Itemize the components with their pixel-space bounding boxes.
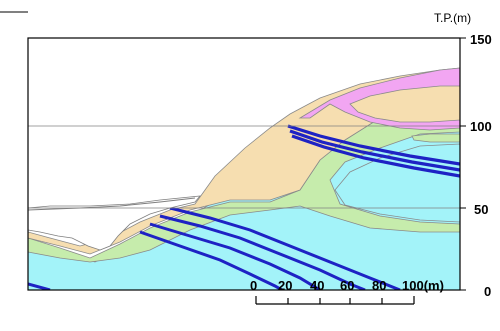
- scale-label-100m: 100(m): [402, 278, 444, 293]
- excavation-surface: [28, 195, 201, 251]
- plot-frame: [27, 37, 461, 291]
- scale-bar: 0 20 40 60 80 100(m): [250, 278, 444, 305]
- tick-label-50: 50: [474, 202, 488, 217]
- ground-surface-line: [28, 197, 196, 211]
- tick-label-0: 0: [484, 284, 491, 299]
- blue-bands-lower: [28, 206, 401, 290]
- layer-green-small: [411, 133, 460, 143]
- scale-bar-line: [255, 296, 415, 305]
- right-axis: [460, 37, 466, 291]
- layer-tan-inner: [349, 85, 460, 123]
- tick-label-100: 100: [470, 119, 492, 134]
- tick-label-150: 150: [470, 32, 492, 47]
- axis-unit-label: T.P.(m): [434, 11, 471, 25]
- scale-label-60: 60: [340, 278, 354, 293]
- scale-label-20: 20: [278, 278, 292, 293]
- scale-label-40: 40: [310, 278, 324, 293]
- blue-bands-upper: [287, 124, 460, 178]
- scale-label-0: 0: [250, 278, 257, 293]
- scale-label-80: 80: [372, 278, 386, 293]
